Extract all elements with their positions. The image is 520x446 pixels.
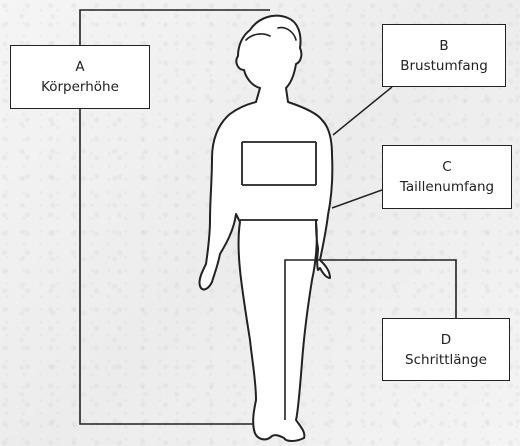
label-d-letter: D xyxy=(441,330,451,350)
label-a-name: Körperhöhe xyxy=(41,77,119,97)
leader-line-c xyxy=(332,190,382,208)
leader-line-b xyxy=(333,87,392,135)
label-box-d: D Schrittlänge xyxy=(382,318,510,381)
label-a-letter: A xyxy=(75,57,84,77)
label-box-a: A Körperhöhe xyxy=(10,45,150,109)
label-b-letter: B xyxy=(439,36,448,56)
label-c-letter: C xyxy=(442,157,451,177)
label-box-c: C Taillenumfang xyxy=(382,145,512,209)
label-c-name: Taillenumfang xyxy=(400,177,494,197)
label-b-name: Brustumfang xyxy=(400,56,488,76)
label-box-b: B Brustumfang xyxy=(382,24,506,87)
child-silhouette xyxy=(199,16,332,441)
label-d-name: Schrittlänge xyxy=(405,350,487,370)
